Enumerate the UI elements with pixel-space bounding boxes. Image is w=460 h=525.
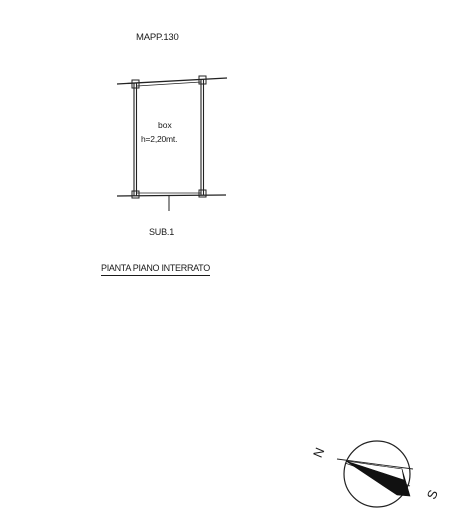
sub-label: SUB.1: [149, 227, 175, 237]
parcel-label: MAPP.130: [136, 32, 179, 43]
upper-boundary-line: [116, 77, 228, 85]
left-wall: [131, 79, 140, 199]
compass-axis-line: [336, 458, 414, 470]
room-height-label: h=2,20mt.: [141, 134, 178, 144]
compass-circle: [343, 440, 411, 508]
lower-boundary-line: [116, 194, 227, 197]
plan-title: PIANTA PIANO INTERRATO: [101, 264, 210, 276]
room-name-label: box: [158, 120, 172, 130]
right-wall: [198, 75, 207, 198]
room-top-inner-line: [136, 81, 202, 87]
north-arrow-compass: [336, 440, 414, 508]
compass-needle-white-half: [345, 460, 405, 481]
